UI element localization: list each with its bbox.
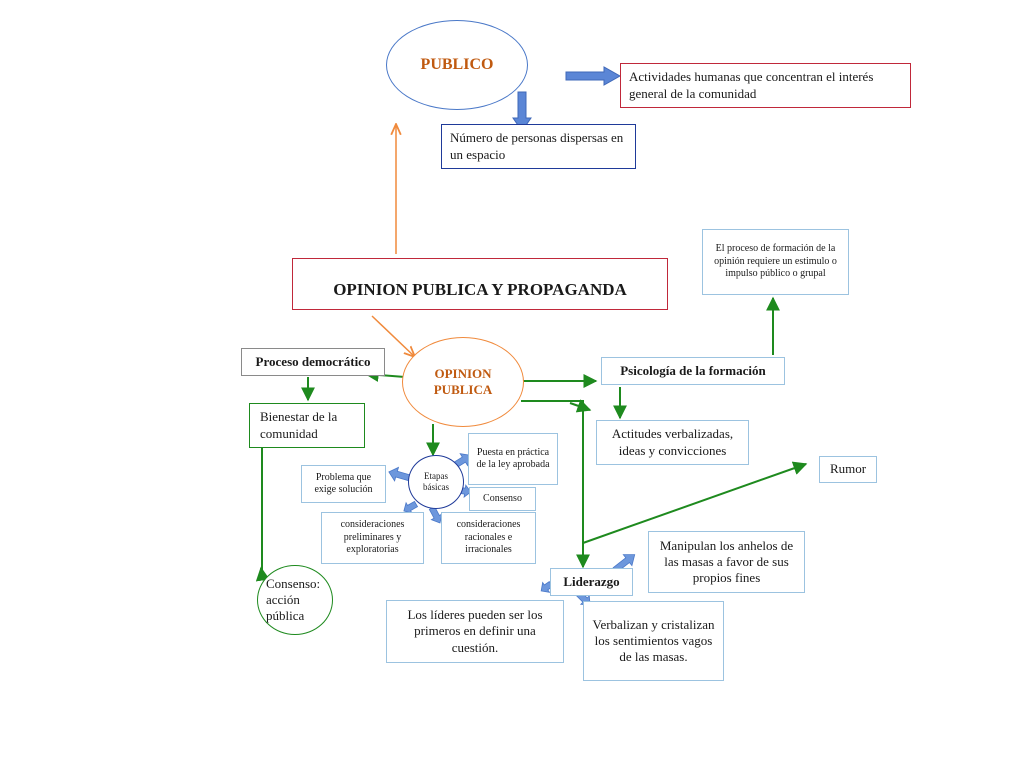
rumor-box: Rumor: [819, 456, 877, 483]
arrow-to-rumor: [582, 461, 808, 544]
arrow-opinion-right-top: [569, 399, 592, 413]
proceso-democratico-box: Proceso democrático: [241, 348, 385, 376]
numero-personas-box: Número de personas dispersas en un espac…: [441, 124, 636, 169]
actitudes-box: Actitudes verbalizadas, ideas y convicci…: [596, 420, 749, 465]
preliminares-text: consideraciones preliminares y explorato…: [340, 519, 405, 556]
actividades-text: Actividades humanas que concentran el in…: [629, 69, 874, 101]
etapas-text: Etapas básicas: [423, 470, 449, 492]
consenso-small-box: Consenso: [469, 487, 536, 511]
publico-label: PUBLICO: [420, 56, 494, 73]
problema-text: Problema que exige solución: [314, 471, 373, 496]
proceso-democratico-text: Proceso democrático: [255, 353, 371, 369]
psicologia-box: Psicología de la formación: [601, 357, 785, 385]
preliminares-box: consideraciones preliminares y explorato…: [321, 512, 424, 564]
manipulan-box: Manipulan los anhelos de las masas a fav…: [648, 531, 805, 593]
puesta-box: Puesta en práctica de la ley aprobada: [468, 433, 558, 485]
arrow-bienestar-to-consenso: [255, 448, 270, 582]
racionales-box: consideraciones racionales e irracionale…: [441, 512, 536, 564]
block-arrow-liderazgo-to-lideres: [540, 580, 554, 593]
publico-node: PUBLICO: [386, 20, 528, 110]
actividades-box: Actividades humanas que concentran el in…: [620, 63, 911, 108]
title-text: OPINION PUBLICA Y PROPAGANDA: [333, 280, 627, 300]
rumor-text: Rumor: [829, 461, 867, 477]
bienestar-text: Bienestar de la comunidad: [260, 409, 338, 441]
consenso-accion-node: Consenso: acción pública: [257, 565, 333, 635]
block-arrow-publico-right: [565, 66, 622, 86]
block-arrow-etapas-to-racionales: [428, 506, 443, 524]
etapas-node: Etapas básicas: [408, 455, 464, 509]
arrow-title-to-opinion: [371, 315, 415, 357]
verbalizan-box: Verbalizan y cristalizan los sentimiento…: [583, 601, 724, 681]
opinion-publica-node: OPINION PUBLICA: [402, 337, 524, 427]
consenso-small-text: Consenso: [483, 492, 522, 504]
lideres-text: Los líderes pueden ser los primeros en d…: [407, 607, 543, 655]
psicologia-text: Psicología de la formación: [620, 362, 766, 378]
proceso-formacion-text: El proceso de formación de la opinión re…: [714, 243, 837, 280]
opinion-publica-label: OPINION PUBLICA: [433, 365, 493, 397]
numero-personas-text: Número de personas dispersas en un espac…: [450, 130, 624, 162]
verbalizan-text: Verbalizan y cristalizan los sentimiento…: [592, 616, 715, 665]
actitudes-text: Actitudes verbalizadas, ideas y convicci…: [611, 426, 734, 458]
bienestar-box: Bienestar de la comunidad: [249, 403, 365, 448]
problema-box: Problema que exige solución: [301, 465, 386, 503]
proceso-formacion-box: El proceso de formación de la opinión re…: [702, 229, 849, 295]
liderazgo-box: Liderazgo: [550, 568, 633, 596]
lideres-box: Los líderes pueden ser los primeros en d…: [386, 600, 564, 663]
manipulan-text: Manipulan los anhelos de las masas a fav…: [659, 537, 794, 586]
block-arrow-etapas-to-preliminares: [403, 500, 419, 514]
puesta-text: Puesta en práctica de la ley aprobada: [476, 446, 550, 471]
consenso-accion-text: Consenso: acción pública: [266, 575, 321, 624]
title-box: OPINION PUBLICA Y PROPAGANDA: [292, 258, 668, 310]
racionales-text: consideraciones racionales e irracionale…: [456, 519, 521, 556]
liderazgo-text: Liderazgo: [563, 573, 620, 589]
